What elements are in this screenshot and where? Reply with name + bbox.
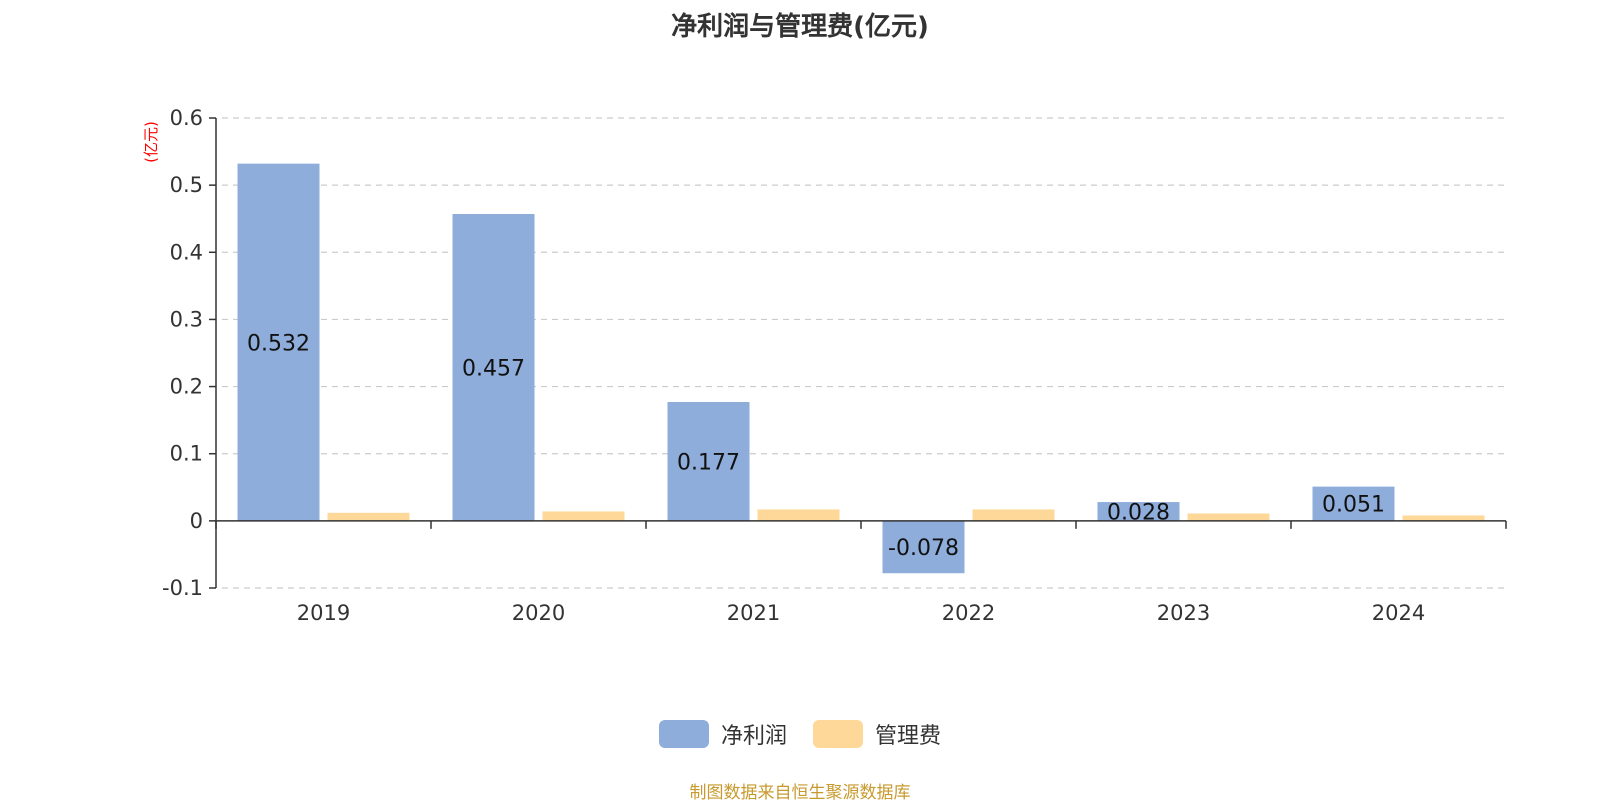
data-label: 0.028: [1107, 500, 1170, 525]
x-tick-label: 2021: [727, 601, 780, 625]
y-tick-label: 0.4: [170, 240, 203, 264]
data-label: 0.532: [247, 331, 310, 356]
bar-net-profit: [882, 520, 965, 574]
bar-net-profit: [667, 402, 750, 521]
data-labels: 0.532 0.457 0.177 -0.078 0.028 0.051: [247, 331, 1385, 561]
x-tick-label: 2024: [1372, 601, 1425, 625]
data-label: -0.078: [888, 536, 959, 561]
legend: 净利润 管理费: [0, 718, 1600, 750]
bar-management-fee: [542, 511, 625, 521]
source-note: 制图数据来自恒生聚源数据库: [689, 783, 911, 803]
bar-management-fee: [757, 509, 840, 521]
legend-label-net-profit: 净利润: [720, 724, 787, 749]
x-tick-label: 2019: [297, 601, 350, 625]
legend-swatch-management-fee: [813, 720, 863, 748]
bar-management-fee: [1402, 515, 1485, 521]
bar-net-profit: [237, 163, 320, 521]
bars: [237, 163, 1485, 574]
bar-net-profit: [452, 214, 535, 521]
grid-lines: [222, 117, 1506, 589]
data-label: 0.457: [462, 356, 525, 381]
bar-management-fee: [1187, 513, 1270, 521]
y-axis-unit-label: (亿元): [142, 121, 160, 163]
legend-item-net-profit[interactable]: 净利润: [658, 718, 787, 750]
y-tick-label: 0: [190, 509, 203, 533]
y-tick-label: 0.6: [170, 106, 203, 130]
data-label: 0.051: [1322, 493, 1385, 518]
bar-management-fee: [972, 509, 1055, 521]
legend-label-management-fee: 管理费: [875, 724, 942, 749]
y-tick-label: 0.1: [170, 442, 203, 466]
y-tick-label: 0.5: [170, 173, 203, 197]
bar-management-fee: [327, 512, 410, 521]
bar-net-profit: [1097, 502, 1180, 521]
legend-item-management-fee[interactable]: 管理费: [813, 718, 941, 750]
x-tick-label: 2022: [942, 601, 995, 625]
bar-net-profit: [1312, 486, 1395, 521]
data-label: 0.177: [677, 450, 740, 475]
x-tick-label: 2020: [512, 601, 565, 625]
x-tick-label: 2023: [1157, 601, 1210, 625]
chart-title: 净利润与管理费(亿元): [671, 12, 929, 42]
y-tick-label: 0.3: [170, 307, 203, 331]
legend-swatch-net-profit: [658, 720, 709, 748]
y-tick-label: 0.2: [170, 375, 203, 399]
y-tick-label: -0.1: [162, 576, 203, 600]
axes: 0.6 0.5 0.4 0.3 0.2 0.1 0 -0.1 (亿元) 2019 2020 2021 2…: [142, 106, 1507, 625]
